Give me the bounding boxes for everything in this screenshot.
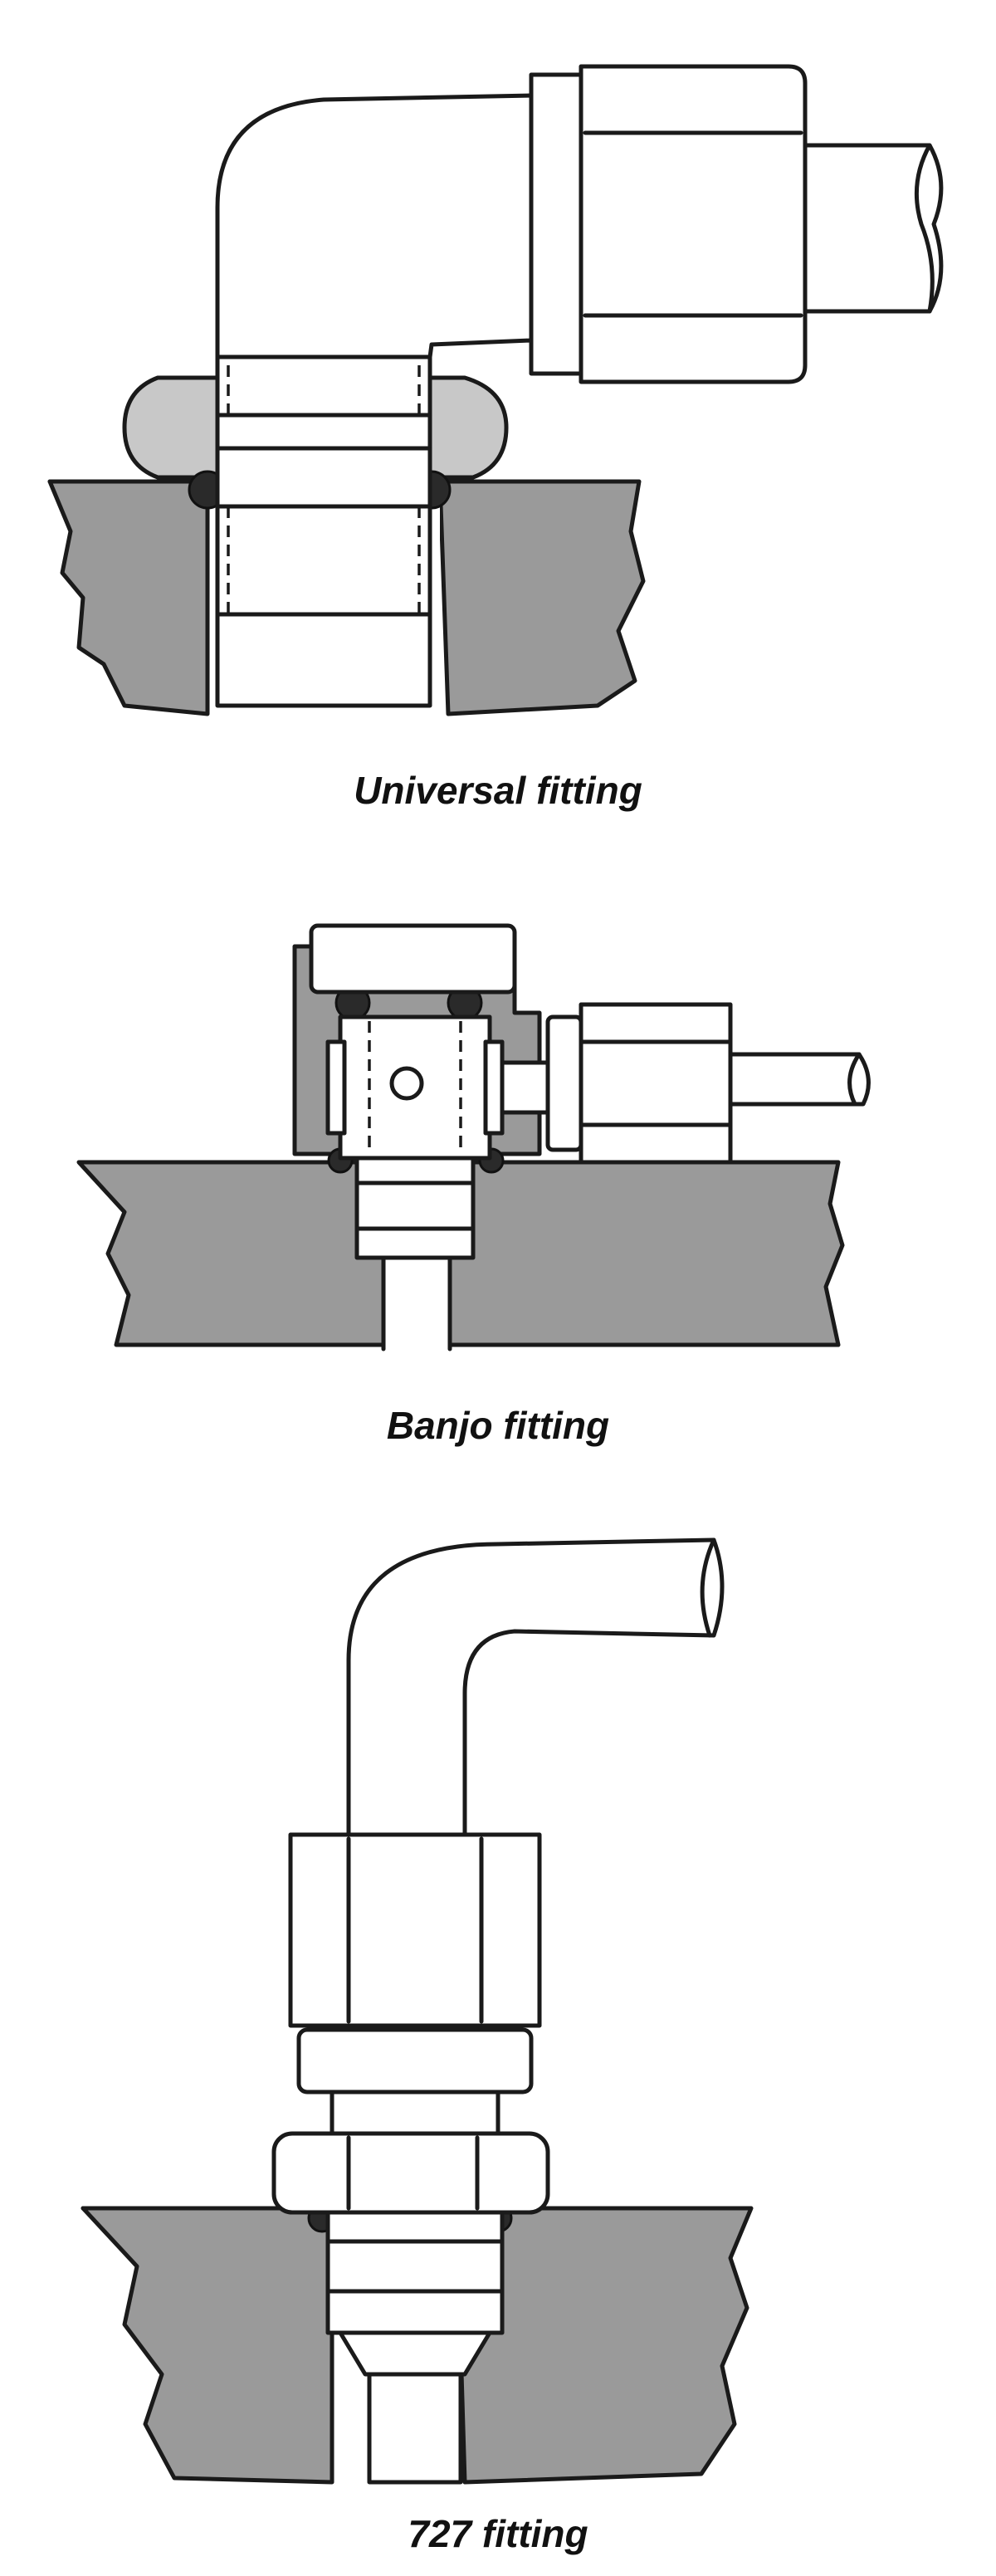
housing-block	[47, 479, 646, 716]
727-tube	[346, 1537, 725, 1837]
universal-fitting-figure	[0, 0, 996, 847]
727-jam-nut	[271, 2131, 550, 2215]
727-union-nut	[288, 1832, 542, 2028]
727-fitting-figure	[0, 1494, 996, 2515]
tube	[803, 143, 944, 314]
727-fitting-caption: 727 fitting	[408, 2512, 588, 2555]
universal-fitting-drawing	[47, 64, 944, 722]
banjo-fitting-drawing	[76, 923, 871, 1353]
727-collar	[296, 2027, 534, 2095]
universal-fitting-caption: Universal fitting	[354, 769, 642, 812]
union-nut	[529, 72, 583, 376]
banjo-union-nut	[545, 1014, 583, 1152]
fitting-stem	[215, 354, 432, 708]
banjo-bolt-head	[309, 923, 517, 995]
727-fitting-drawing	[81, 1537, 754, 2490]
banjo-fitting-figure	[0, 897, 996, 1428]
banjo-fitting-caption: Banjo fitting	[386, 1404, 610, 1447]
elbow-body	[215, 93, 534, 359]
